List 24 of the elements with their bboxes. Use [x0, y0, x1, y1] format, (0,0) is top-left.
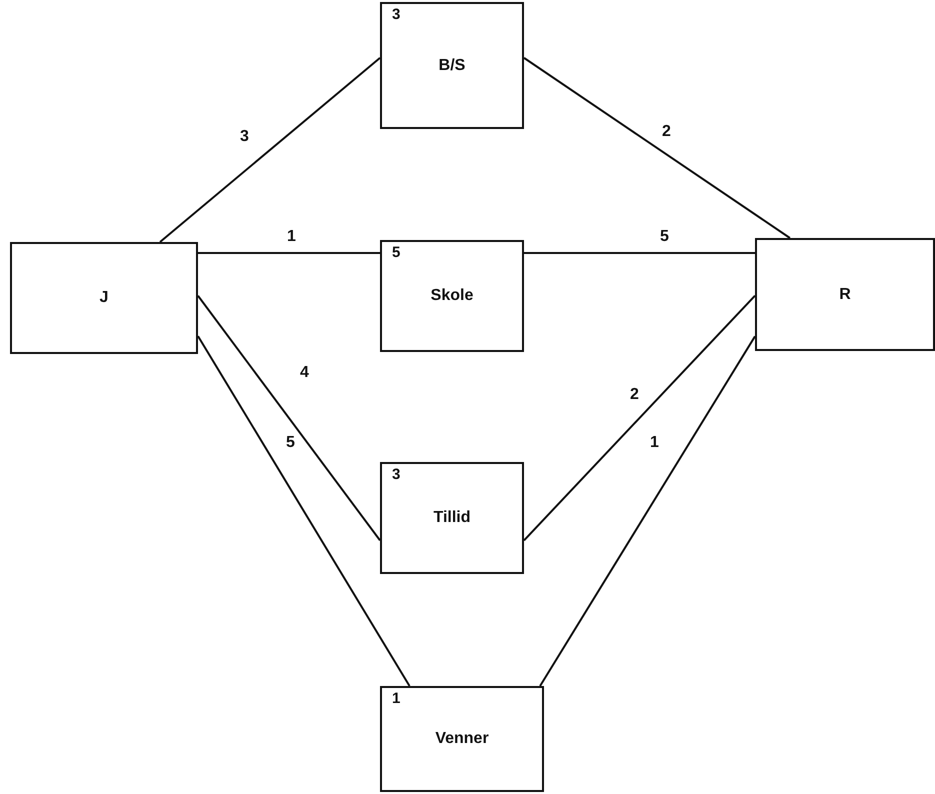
- connector-line: [523, 294, 756, 542]
- node-box: [380, 462, 524, 574]
- connector-line: [524, 252, 755, 254]
- node-label: B/S: [438, 56, 466, 74]
- connector-line: [197, 336, 410, 687]
- connector-line: [198, 252, 380, 254]
- node-label: J: [100, 289, 108, 307]
- node-label: R: [839, 286, 851, 304]
- connector-line: [539, 336, 756, 687]
- connector-line: [523, 57, 790, 239]
- node-label: Venner: [435, 730, 489, 748]
- node-label: Tillid: [433, 509, 471, 527]
- node-number: 1: [392, 690, 400, 707]
- node-box: [755, 238, 935, 351]
- connector-line: [197, 295, 381, 541]
- node-number: 3: [392, 6, 400, 23]
- node-box: [380, 240, 524, 352]
- node-number: 3: [392, 466, 400, 483]
- node-number: 5: [392, 244, 400, 261]
- node-box: [380, 686, 544, 792]
- node-box: [380, 2, 524, 129]
- node-label: Skole: [430, 287, 474, 305]
- node-box: [10, 242, 198, 354]
- connector-line: [159, 57, 381, 243]
